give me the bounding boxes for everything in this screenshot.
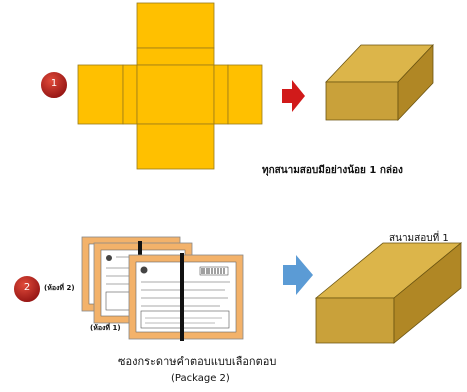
box2-side bbox=[393, 242, 462, 344]
blue-arrow-icon bbox=[283, 255, 313, 295]
net-top-flap bbox=[136, 2, 215, 49]
box-net bbox=[77, 2, 263, 170]
envelope-front bbox=[128, 253, 244, 341]
net-right-face bbox=[227, 64, 263, 125]
box2-front bbox=[315, 297, 395, 344]
step1-badge bbox=[39, 70, 69, 100]
box1-side bbox=[397, 43, 434, 122]
box-3d-step2 bbox=[314, 242, 463, 344]
red-arrow-icon bbox=[282, 80, 305, 112]
net-right-side bbox=[213, 64, 229, 125]
net-bottom-face bbox=[136, 123, 215, 170]
step1-caption: ทุกสนามสอบมีอย่างน้อย 1 กล่อง bbox=[262, 165, 403, 176]
exam-site-box-label: สนามสอบที่ 1 bbox=[389, 233, 449, 244]
step1-number: 1 bbox=[50, 78, 58, 89]
room-1-label: (ห้องที่ 1) bbox=[90, 324, 121, 332]
step2-badge bbox=[12, 274, 42, 304]
net-center-face bbox=[136, 64, 215, 125]
box-3d-step1 bbox=[325, 43, 434, 122]
room-2-label: (ห้องที่ 2) bbox=[44, 284, 75, 292]
barcode-icon bbox=[201, 268, 225, 274]
step2-number: 2 bbox=[23, 282, 31, 293]
step2-package-label: (Package 2) bbox=[171, 373, 230, 384]
net-left-face bbox=[77, 64, 124, 125]
box1-front bbox=[325, 81, 399, 121]
net-top-face bbox=[136, 47, 215, 66]
net-left-side bbox=[122, 64, 138, 125]
step2-caption: ซองกระดาษคำตอบแบบเลือกตอบ bbox=[118, 355, 277, 368]
